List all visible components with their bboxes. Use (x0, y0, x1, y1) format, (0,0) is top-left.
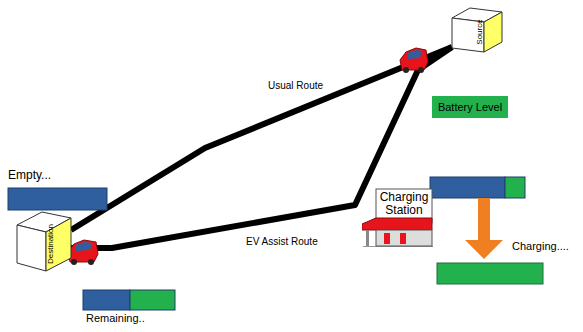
battery-remaining-segment (130, 290, 175, 310)
route-label: Usual Route (268, 80, 323, 91)
route-line (71, 47, 452, 248)
charging-arrow-shaft (478, 198, 490, 240)
battery-used-segment (430, 177, 505, 198)
destination-box: Destination (16, 208, 72, 272)
box-label: Source (476, 19, 484, 44)
status-label: Charging.... (512, 240, 569, 252)
car-icon (400, 48, 428, 73)
battery-used-segment (83, 290, 130, 310)
battery-level-box: Battery Level (432, 96, 508, 118)
route-label: EV Assist Route (246, 236, 318, 247)
car-icon (68, 240, 98, 265)
empty-battery-bar (8, 188, 107, 210)
status-label: Empty... (8, 168, 51, 182)
box-label: Destination (47, 224, 55, 264)
box-title: Battery Level (438, 101, 502, 113)
status-label: Remaining.. (86, 312, 145, 324)
battery-remaining-segment (505, 177, 525, 198)
source-box: Source (451, 7, 503, 53)
charging-station: Charging Station (362, 188, 434, 248)
box-outline (16, 208, 72, 272)
full-battery-bar (437, 263, 543, 284)
route-line (71, 47, 452, 230)
box-label: Charging Station (377, 191, 431, 217)
charging-arrow-head (465, 240, 503, 259)
